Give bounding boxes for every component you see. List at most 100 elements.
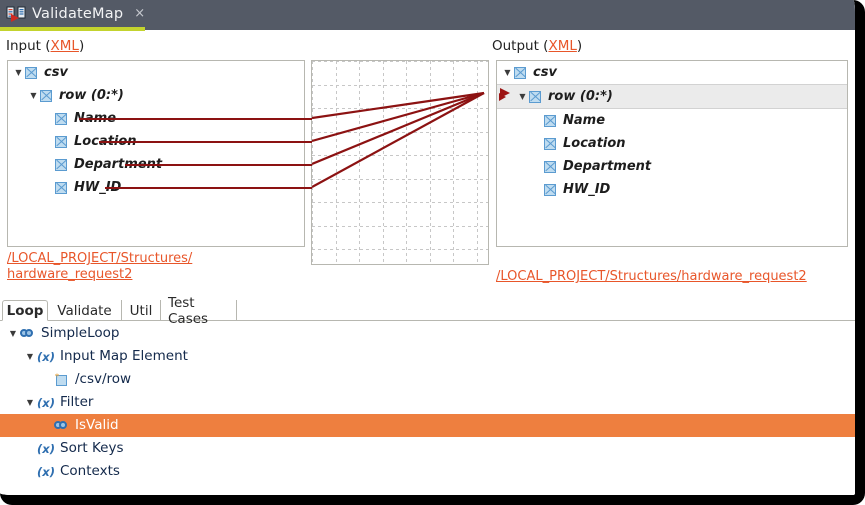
xml-element-icon <box>25 66 37 79</box>
variable-icon: (x) <box>37 441 55 456</box>
input-file-path-line2: hardware_request2 <box>7 267 133 282</box>
tab-label: Loop <box>6 302 44 319</box>
grid-line-vertical <box>406 61 407 264</box>
tree-row[interactable]: Name <box>497 109 847 132</box>
loop-tree-label: Input Map Element <box>60 347 188 364</box>
tab-label: Validate <box>57 302 112 319</box>
input-xml-link[interactable]: XML <box>50 38 79 54</box>
tab-bar-baseline <box>0 320 855 321</box>
tree-node-label: row (0:*) <box>548 89 613 104</box>
tree-row[interactable]: ▼ row (0:*) <box>8 84 304 107</box>
active-tab-indicator <box>0 27 145 31</box>
loop-tree-row[interactable]: ▼(x) Filter <box>0 391 855 414</box>
tree-row[interactable]: HW_ID <box>497 178 847 201</box>
grid-line-horizontal <box>312 179 488 180</box>
title-bar: ValidateMap × <box>0 0 855 31</box>
tree-node-label: HW_ID <box>74 180 122 195</box>
output-header-text: Output ( <box>492 38 549 54</box>
loop-tree-row[interactable]: IsValid <box>0 414 855 437</box>
loop-tree-row[interactable]: ▼ SimpleLoop <box>0 322 855 345</box>
tree-row[interactable]: Department <box>497 155 847 178</box>
xml-element-icon <box>544 114 556 127</box>
mapping-link-stub[interactable] <box>105 187 312 189</box>
document-tab-validatemap[interactable]: ValidateMap × <box>0 0 145 27</box>
loop-tree-label: SimpleLoop <box>41 324 120 341</box>
tree-node-label: csv <box>44 65 68 80</box>
input-header-text: Input ( <box>6 38 51 54</box>
grid-line-horizontal <box>312 132 488 133</box>
mapping-link-stub[interactable] <box>125 164 312 166</box>
grid-line-horizontal <box>312 226 488 227</box>
input-header-tail: ) <box>78 38 85 54</box>
xml-element-icon <box>514 66 526 79</box>
tree-row[interactable]: HW_ID <box>8 176 304 199</box>
xml-element-icon <box>55 135 67 148</box>
chevron-down-icon[interactable]: ▼ <box>30 90 37 100</box>
loop-tree-label: Contexts <box>60 462 120 479</box>
chain-icon <box>54 419 70 433</box>
loop-tree-row[interactable]: (x)Contexts <box>0 460 855 483</box>
xml-element-icon <box>544 183 556 196</box>
tree-node-label: Location <box>563 136 626 151</box>
mapping-link-stub[interactable] <box>99 141 312 143</box>
bottom-tab-bar: Loop Validate Util Test Cases <box>0 295 855 327</box>
tree-node-label: Name <box>563 113 606 128</box>
chevron-down-icon[interactable]: ▼ <box>26 351 34 361</box>
tab-loop[interactable]: Loop <box>2 300 48 321</box>
mapping-grid <box>312 61 488 264</box>
loop-tree-row[interactable]: /csv/row <box>0 368 855 391</box>
loop-tree-row[interactable]: ▼(x) Input Map Element <box>0 345 855 368</box>
tree-node-label: csv <box>533 65 557 80</box>
xml-element-icon <box>544 137 556 150</box>
loop-tree-label: Filter <box>60 393 94 410</box>
loop-detail-tree[interactable]: ▼SimpleLoop▼(x)Input Map Element/csv/row… <box>0 322 855 483</box>
grid-line-vertical <box>383 61 384 264</box>
mapping-doc-icon <box>6 5 26 23</box>
tree-row[interactable]: ▼ row (0:*) <box>497 84 847 109</box>
loop-tree-label: /csv/row <box>75 370 132 387</box>
grid-line-horizontal <box>312 202 488 203</box>
grid-line-vertical <box>430 61 431 264</box>
xml-element-icon <box>40 89 52 102</box>
chevron-down-icon[interactable]: ▼ <box>519 91 526 101</box>
mapping-canvas[interactable] <box>311 60 489 265</box>
grid-line-vertical <box>477 61 478 264</box>
tab-test-cases[interactable]: Test Cases <box>161 295 237 327</box>
grid-line-vertical <box>312 61 313 264</box>
variable-icon: (x) <box>37 395 55 410</box>
tree-row[interactable]: Department <box>8 153 304 176</box>
input-file-path[interactable]: /LOCAL_PROJECT/Structures/ hardware_requ… <box>7 251 297 283</box>
document-tab-label: ValidateMap <box>32 5 124 22</box>
output-panel-header: Output (XML) <box>492 38 582 54</box>
mapping-link-stub[interactable] <box>79 118 312 120</box>
tab-util[interactable]: Util <box>122 300 161 321</box>
loop-tree-label: Sort Keys <box>60 439 124 456</box>
tree-row[interactable]: ▼ csv <box>497 61 847 84</box>
loop-tree-label: IsValid <box>75 416 119 433</box>
output-xml-link[interactable]: XML <box>548 38 577 54</box>
chevron-down-icon[interactable]: ▼ <box>504 67 511 77</box>
tree-node-label: row (0:*) <box>59 88 124 103</box>
xml-element-icon <box>55 181 67 194</box>
grid-line-vertical <box>453 61 454 264</box>
tab-label: Test Cases <box>168 294 209 327</box>
tree-row[interactable]: ▼ csv <box>8 61 304 84</box>
chevron-down-icon[interactable]: ▼ <box>9 328 17 338</box>
tab-validate[interactable]: Validate <box>48 300 122 321</box>
xml-element-icon <box>55 112 67 125</box>
chevron-down-icon[interactable]: ▼ <box>15 67 22 77</box>
variable-icon: (x) <box>37 349 55 364</box>
tree-row[interactable]: Location <box>497 132 847 155</box>
output-file-path[interactable]: /LOCAL_PROJECT/Structures/hardware_reque… <box>496 269 807 284</box>
xml-element-icon <box>544 160 556 173</box>
xml-element-icon <box>529 90 541 103</box>
chevron-down-icon[interactable]: ▼ <box>26 397 34 407</box>
mapping-target-arrow-icon <box>500 88 510 98</box>
xml-element-icon <box>55 158 67 171</box>
close-icon[interactable]: × <box>134 6 146 21</box>
loop-tree-row[interactable]: (x) Sort Keys <box>0 437 855 460</box>
output-header-tail: ) <box>576 38 583 54</box>
